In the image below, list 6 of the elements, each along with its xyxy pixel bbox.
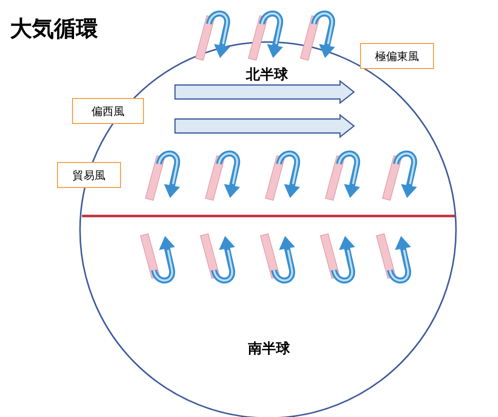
wind-label: 偏西風 bbox=[72, 98, 144, 124]
wind-label: 貿易風 bbox=[57, 162, 121, 188]
hemisphere-label: 南半球 bbox=[248, 340, 290, 358]
diagram-title: 大気循環 bbox=[10, 16, 98, 44]
hemisphere-label: 北半球 bbox=[246, 66, 288, 84]
wind-label: 極偏東風 bbox=[360, 43, 434, 69]
